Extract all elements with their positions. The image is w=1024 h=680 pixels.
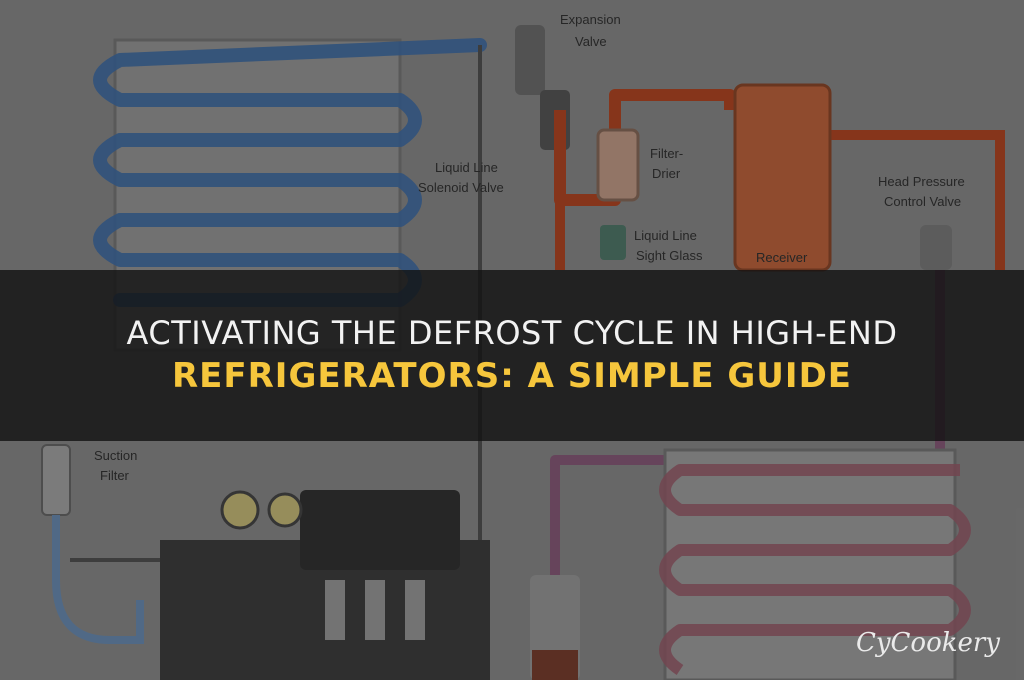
label-suction-filter-2: Filter (100, 468, 130, 483)
brand-watermark: CyCookery (855, 628, 1000, 658)
label-sight-glass-2: Sight Glass (636, 248, 703, 263)
label-head-pressure-2: Control Valve (884, 194, 961, 209)
head-pressure-valve (920, 225, 952, 270)
title-banner: ACTIVATING THE DEFROST CYCLE IN HIGH-END… (0, 270, 1024, 441)
compressor (160, 490, 490, 680)
headline-line-1: ACTIVATING THE DEFROST CYCLE IN HIGH-END (126, 313, 898, 352)
compressor-gauge-2 (267, 492, 303, 528)
label-expansion-valve-1: Expansion (560, 12, 621, 27)
sight-glass (600, 225, 626, 260)
label-suction-filter-1: Suction (94, 448, 137, 463)
oil-level (532, 650, 578, 680)
label-liquid-solenoid-1: Liquid Line (435, 160, 498, 175)
suction-pipe (52, 515, 144, 644)
label-liquid-solenoid-2: Solenoid Valve (418, 180, 504, 195)
label-head-pressure-1: Head Pressure (878, 174, 965, 189)
condenser-fin-panel (663, 448, 957, 680)
compressor-cylinder-2 (365, 580, 385, 640)
label-sight-glass-1: Liquid Line (634, 228, 697, 243)
headline-line-2: REFRIGERATORS: A SIMPLE GUIDE (171, 356, 853, 397)
compressor-head (300, 490, 460, 570)
expansion-valve-body (515, 25, 545, 95)
label-filter-drier-2: Drier (652, 166, 681, 181)
evaporator-tube (93, 38, 487, 307)
discharge-line-pipe (830, 130, 1005, 270)
label-expansion-valve-2: Valve (575, 34, 607, 49)
condenser-coil (659, 448, 971, 680)
compressor-gauge-1 (220, 490, 260, 530)
filter-drier (596, 128, 640, 202)
label-filter-drier-1: Filter- (650, 146, 683, 161)
compressor-cylinder-1 (325, 580, 345, 640)
condenser-tube (659, 464, 971, 675)
compressor-cylinder-3 (405, 580, 425, 640)
label-receiver: Receiver (756, 250, 808, 265)
